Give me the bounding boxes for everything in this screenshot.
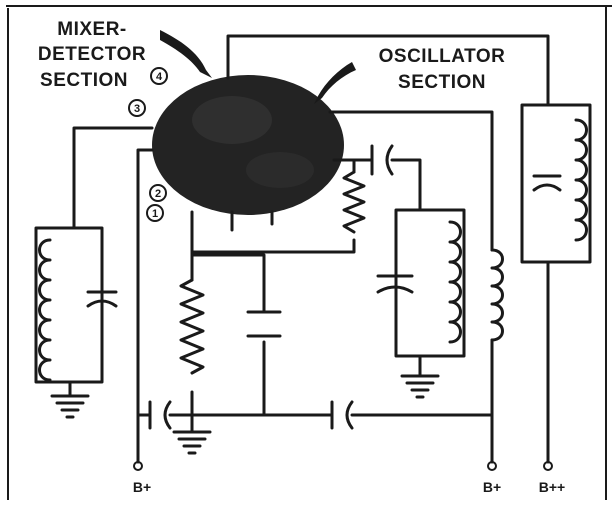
oscillator-pointer-arrow (314, 62, 356, 104)
pin-1-label: 1 (152, 208, 158, 220)
feedback-coil (490, 248, 504, 342)
mixer-label-line3: SECTION (40, 70, 128, 91)
terminal-middle-label: B+ (483, 479, 501, 495)
vacuum-tube (152, 75, 344, 226)
mixer-label-line1: MIXER- (57, 19, 127, 40)
oscillator-label-line1: OSCILLATOR (379, 46, 506, 67)
pin-markers: 4 3 2 1 (128, 67, 168, 222)
mixer-label-line2: DETECTOR (38, 44, 146, 65)
terminal-left-label: B+ (133, 479, 151, 495)
cathode-resistor (179, 278, 205, 375)
right-tank-capacitor (532, 174, 562, 192)
oscillator-tank-coil (448, 220, 462, 344)
ground-symbol-oscillator (400, 374, 440, 399)
terminal-right: B++ (539, 461, 565, 495)
oscillator-tank-capacitor (376, 258, 414, 310)
mixer-pointer-arrow (160, 30, 212, 78)
frame-border (6, 5, 612, 500)
pin-3-label: 3 (134, 103, 140, 115)
terminal-left: B+ (133, 461, 151, 495)
ground-symbol-center (172, 413, 212, 455)
left-tank-capacitor (86, 268, 118, 332)
left-bypass-capacitor (148, 400, 180, 430)
ground-symbol-left (50, 394, 90, 419)
bus-bypass-capacitor (330, 400, 354, 430)
terminal-middle: B+ (483, 461, 501, 495)
grid-coupling-capacitor (370, 144, 394, 176)
oscillator-label-line2: SECTION (398, 72, 486, 93)
pin-4-label: 4 (156, 71, 163, 83)
pin-2-label: 2 (155, 188, 161, 200)
left-tank-coil (38, 238, 52, 382)
cathode-bypass-capacitor (246, 310, 282, 338)
right-tank-coil (574, 118, 588, 242)
grid-leak-resistor (342, 170, 366, 234)
terminal-right-label: B++ (539, 479, 565, 495)
